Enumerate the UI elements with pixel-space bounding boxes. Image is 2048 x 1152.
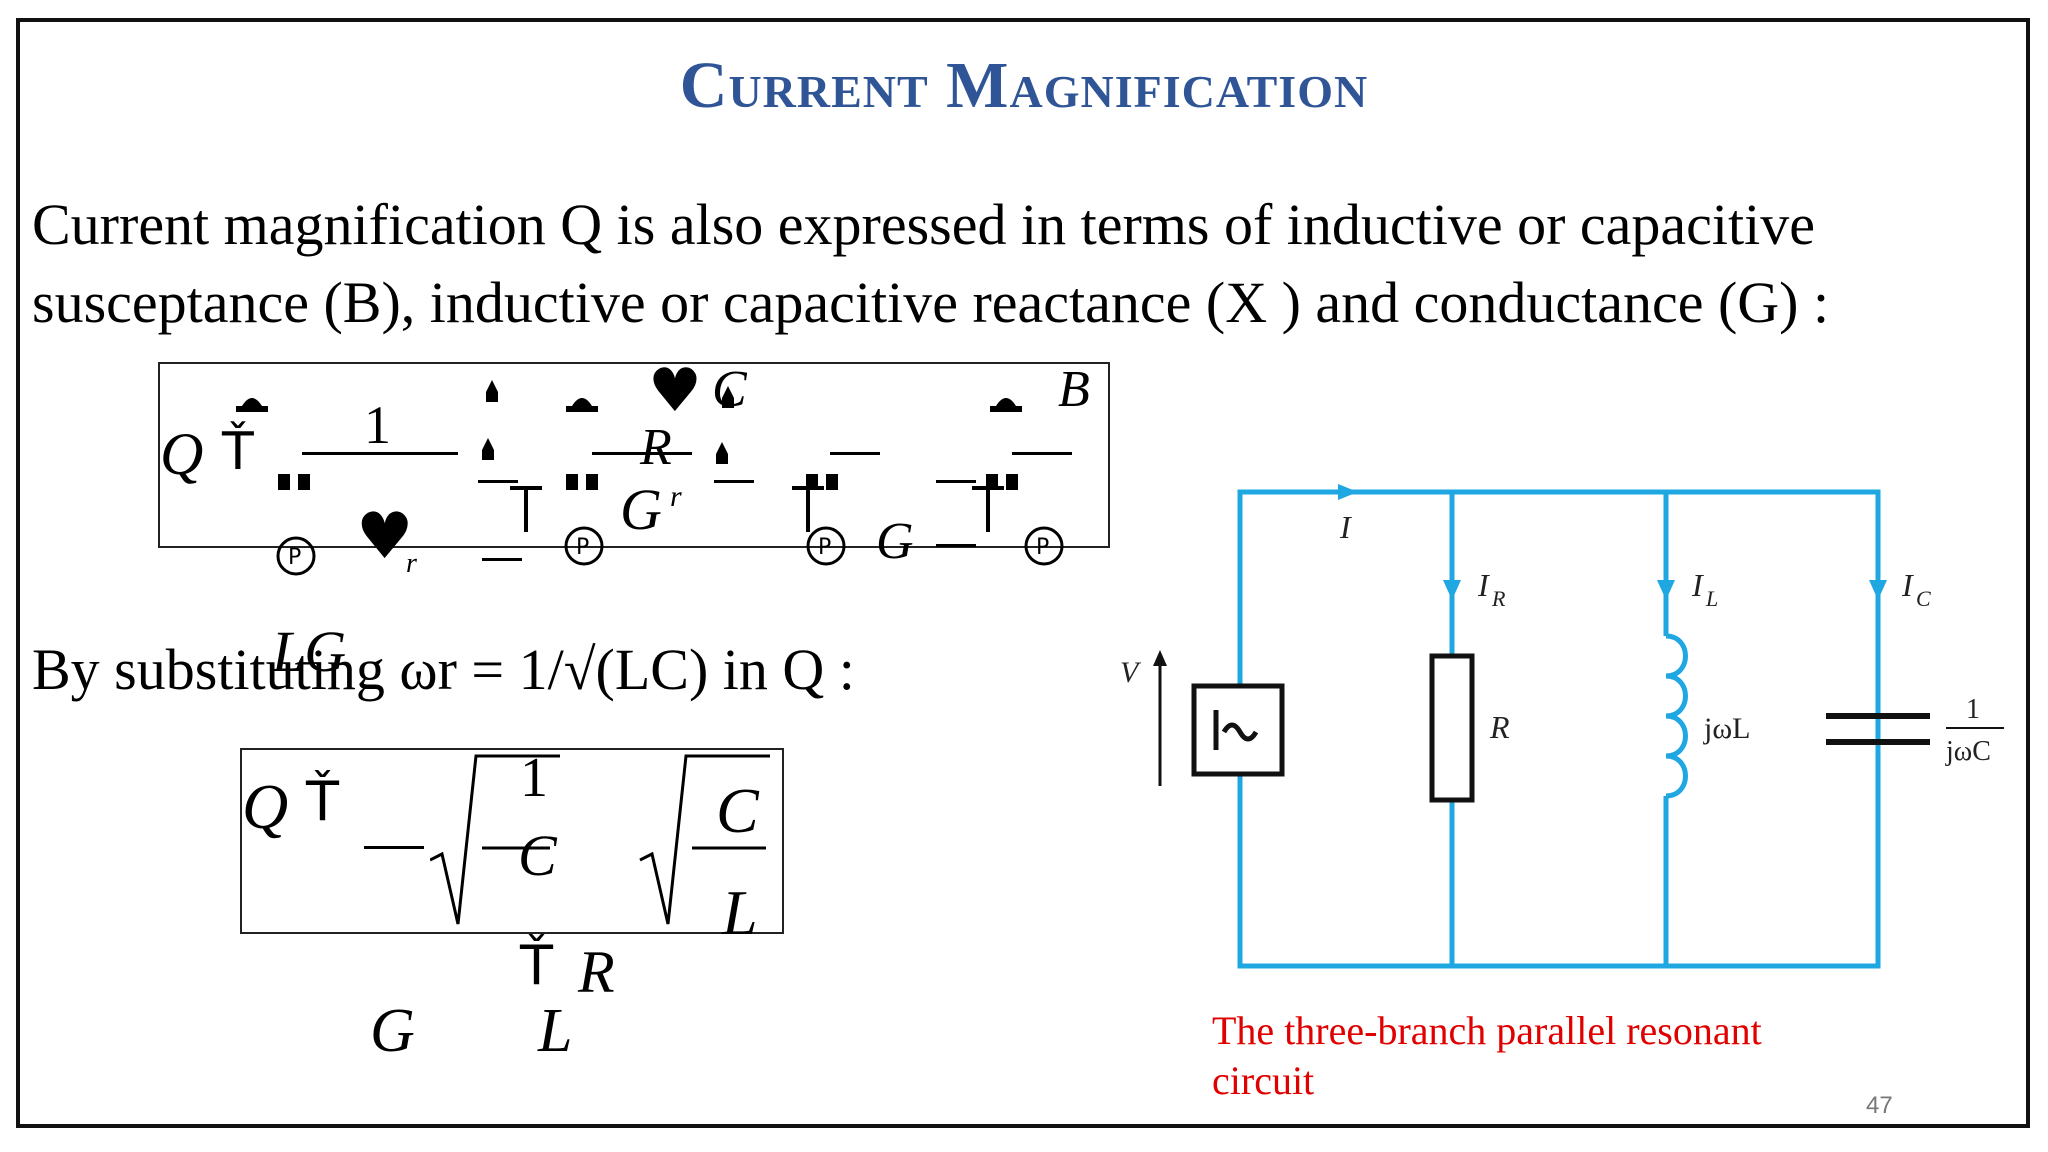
p-glyph-3: P	[818, 535, 831, 560]
pen-icon	[478, 480, 518, 483]
p-glyph: P	[288, 545, 301, 570]
lock-icon-6	[826, 474, 838, 490]
page-number: 47	[1866, 1092, 1893, 1119]
eq2-equals-glyph: Ť	[306, 770, 339, 833]
pen-icon-4	[936, 480, 976, 483]
eq1-fraction-bar	[302, 452, 458, 455]
tee-bar-3	[972, 486, 1004, 490]
p-glyph-2: P	[576, 535, 589, 560]
eq1-sub-r: r	[406, 548, 417, 579]
bell-icon-2	[566, 398, 598, 412]
label-ic-sub: C	[1916, 586, 1931, 611]
tee-stem	[524, 488, 528, 532]
eq2-fraction-bar	[364, 846, 424, 849]
eq1-bar-r	[592, 452, 692, 455]
pen-icon-3	[714, 480, 754, 483]
eq1-sup-r: r	[670, 480, 682, 513]
sqrt-symbol-1	[430, 754, 560, 925]
lock-icon-2	[298, 474, 310, 490]
substitution-line: By substituting ωr = 1/√(LC) in Q :	[32, 637, 855, 702]
tee-bar-2	[792, 486, 824, 490]
circuit-outer-wire	[1237, 489, 1881, 969]
bell-icon-3	[990, 398, 1022, 412]
label-r: R	[1489, 709, 1510, 745]
current-arrow-ir	[1443, 580, 1461, 600]
eq1-numerator-one: 1	[364, 395, 391, 455]
voltage-arrow-head	[1153, 650, 1167, 666]
eq2-l: L	[538, 997, 573, 1065]
ac-sine-icon	[1221, 722, 1259, 742]
current-arrow-i	[1338, 484, 1358, 500]
eq1-bar-3	[1012, 452, 1072, 455]
cat-icon	[486, 380, 498, 402]
tee-stem-2	[806, 488, 810, 532]
lock-icon-4	[586, 474, 598, 490]
eq1-q: Q	[160, 421, 204, 487]
resistor	[1429, 653, 1475, 803]
eq2-root-c: C	[518, 823, 557, 888]
current-arrow-il	[1657, 580, 1675, 600]
lock-icon-3	[566, 474, 578, 490]
p-glyph-4: P	[1036, 535, 1049, 560]
parallel-resonant-circuit: I I R I L I C V R jωL 1 jωC	[1120, 484, 2004, 969]
eq1-g-r: G	[620, 477, 662, 542]
cat-icon-2	[482, 438, 494, 460]
eq1-b: B	[1058, 361, 1090, 418]
heart-icon: ♥	[356, 500, 414, 574]
inductor-coil	[1665, 633, 1688, 799]
circle-p-icon	[276, 536, 316, 576]
sqrt-symbol-2	[639, 754, 770, 925]
label-v: V	[1120, 656, 1142, 689]
eq2-root-one: 1	[520, 747, 548, 809]
cap-denominator: jωC	[1945, 736, 1991, 767]
bell-icon	[236, 398, 268, 412]
label-il: I	[1691, 567, 1704, 603]
circle-p-icon-2	[564, 526, 604, 566]
eq1-lg: LG	[272, 619, 347, 684]
circle-p-icon-4	[1024, 526, 1064, 566]
eq2-l-denominator: L	[722, 877, 758, 948]
pen-icon-5	[936, 544, 976, 547]
label-ic: I	[1901, 567, 1914, 603]
lock-icon-8	[1006, 474, 1018, 490]
eq2-equals-below: Ť	[520, 934, 553, 997]
cat-icon-4	[716, 442, 728, 464]
intro-paragraph: Current magnification Q is also expresse…	[32, 192, 1830, 335]
eq2-r: R	[578, 939, 615, 1005]
eq1-r: R	[640, 419, 672, 476]
label-i: I	[1339, 509, 1352, 545]
circle-p-icon-3	[806, 526, 846, 566]
eq1-g: G	[876, 513, 914, 570]
slide-frame	[16, 18, 2030, 1128]
eq1-equals-glyph: Ť	[222, 422, 254, 482]
circuit-caption: The three-branch parallel resonant circu…	[1212, 1008, 1762, 1103]
equation-box-2	[240, 748, 784, 934]
cat-icon-3	[722, 386, 734, 408]
heart-icon-2: ♥	[648, 356, 702, 426]
equation-box-1	[158, 362, 1110, 548]
tee-stem-3	[986, 488, 990, 532]
eq2-c-numerator: C	[716, 775, 759, 846]
eq1-bar-2	[830, 452, 880, 455]
cap-numerator: 1	[1966, 694, 1980, 725]
tee-bar	[510, 486, 542, 490]
pen-icon-2	[482, 558, 522, 561]
current-arrow-ic	[1869, 580, 1887, 600]
label-jwl: jωL	[1703, 712, 1750, 745]
eq2-q: Q	[242, 771, 289, 842]
label-il-sub: L	[1705, 586, 1718, 611]
lock-icon	[278, 474, 290, 490]
label-ir: I	[1477, 567, 1490, 603]
label-ir-sub: R	[1491, 586, 1506, 611]
sqrt-signs	[430, 754, 770, 925]
slide-title: Current Magnification	[679, 49, 1369, 122]
eq2-g: G	[370, 997, 415, 1065]
garbled-glyphs-layer: P P P P	[236, 380, 1064, 576]
